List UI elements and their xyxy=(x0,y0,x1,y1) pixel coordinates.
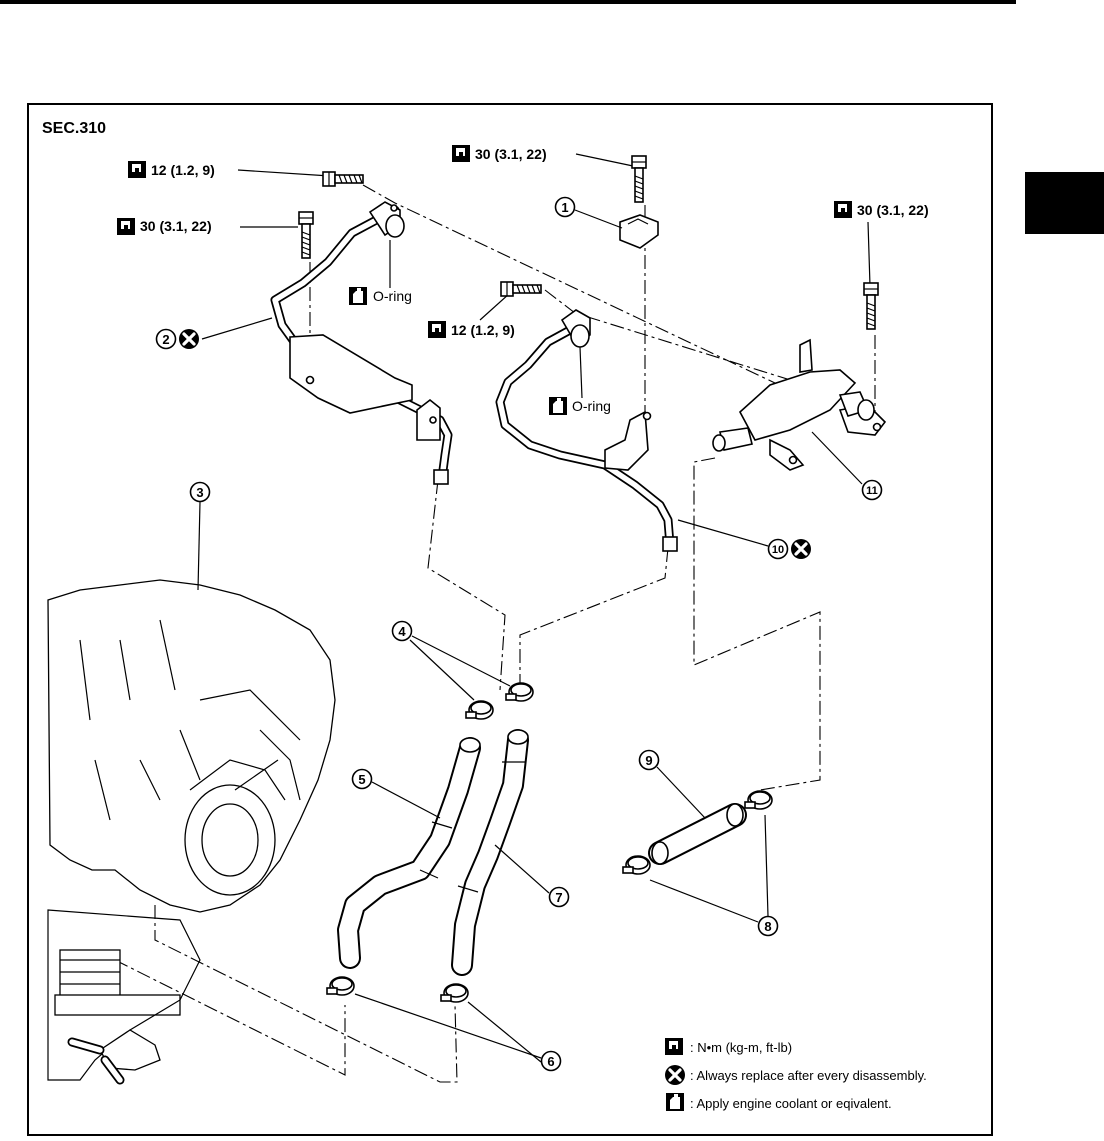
svg-text:3: 3 xyxy=(196,485,203,500)
torque-label-12-a: 12 (1.2, 9) xyxy=(151,162,215,178)
torque-label-30-c: 30 (3.1, 22) xyxy=(857,202,929,218)
coolant-can-icon xyxy=(666,1093,684,1111)
callout-5: 5 xyxy=(351,768,441,819)
header-rule xyxy=(0,0,1016,4)
svg-text:6: 6 xyxy=(547,1054,554,1069)
callout-7: 7 xyxy=(494,844,570,908)
o-ring-label-b: O-ring xyxy=(572,398,611,414)
coolant-can-icon xyxy=(549,397,567,415)
coolant-can-icon xyxy=(349,287,367,305)
svg-text:10: 10 xyxy=(772,544,784,556)
hose-clamp xyxy=(440,983,469,1003)
torque-wrench-icon xyxy=(834,201,852,218)
svg-text:2: 2 xyxy=(162,332,169,347)
diagram-frame xyxy=(27,103,993,1136)
coolant-pipe-2 xyxy=(270,201,453,485)
transaxle-3 xyxy=(47,579,336,1085)
hose-clamp xyxy=(465,700,494,720)
water-pipe-11 xyxy=(712,338,887,471)
callout-3: 3 xyxy=(189,481,211,591)
svg-text:5: 5 xyxy=(358,772,365,787)
section-tab xyxy=(1025,172,1104,234)
torque-wrench-icon xyxy=(128,161,146,178)
torque-label-30-a: 30 (3.1, 22) xyxy=(140,218,212,234)
hose-5 xyxy=(337,737,481,969)
torque-wrench-icon xyxy=(428,321,446,338)
hose-clamp xyxy=(326,976,355,996)
replace-x-icon xyxy=(663,1063,687,1087)
o-ring-label-a: O-ring xyxy=(373,288,412,304)
bolt xyxy=(863,282,879,330)
callout-11: 11 xyxy=(811,431,883,501)
svg-text:8: 8 xyxy=(764,919,771,934)
callout-10: 10 xyxy=(677,519,813,561)
callout-1: 1 xyxy=(554,196,623,229)
svg-text:7: 7 xyxy=(555,890,562,905)
hose-9 xyxy=(648,803,747,865)
legend-coolant: : Apply engine coolant or eqivalent. xyxy=(690,1096,892,1111)
svg-text:9: 9 xyxy=(645,753,652,768)
torque-wrench-icon xyxy=(117,218,135,235)
bolt xyxy=(631,155,647,203)
callout-9: 9 xyxy=(638,749,706,819)
bracket-1 xyxy=(619,214,659,249)
callout-8: 8 xyxy=(649,814,779,937)
callout-6: 6 xyxy=(354,993,562,1072)
callout-2: 2 xyxy=(155,317,273,351)
legend-torque: : N•m (kg-m, ft-lb) xyxy=(690,1040,792,1055)
legend-replace: : Always replace after every disassembly… xyxy=(690,1068,927,1083)
torque-label-30-b: 30 (3.1, 22) xyxy=(475,146,547,162)
legend: : N•m (kg-m, ft-lb) : Always replace aft… xyxy=(663,1038,927,1111)
hose-7 xyxy=(451,729,529,976)
torque-wrench-icon xyxy=(452,145,470,162)
coolant-pipe-10 xyxy=(495,309,678,552)
replace-x-icon xyxy=(789,537,813,561)
bolt xyxy=(298,211,314,259)
torque-label-12-b: 12 (1.2, 9) xyxy=(451,322,515,338)
hose-clamp xyxy=(744,790,773,810)
hose-clamp xyxy=(622,855,651,875)
torque-wrench-icon xyxy=(665,1038,683,1055)
callout-4: 4 xyxy=(391,620,511,701)
bolt xyxy=(500,281,542,297)
svg-text:1: 1 xyxy=(561,200,568,215)
svg-text:4: 4 xyxy=(398,624,406,639)
svg-text:11: 11 xyxy=(866,485,878,497)
bolt xyxy=(322,171,364,187)
section-code: SEC.310 xyxy=(42,120,106,137)
replace-x-icon xyxy=(177,327,201,351)
